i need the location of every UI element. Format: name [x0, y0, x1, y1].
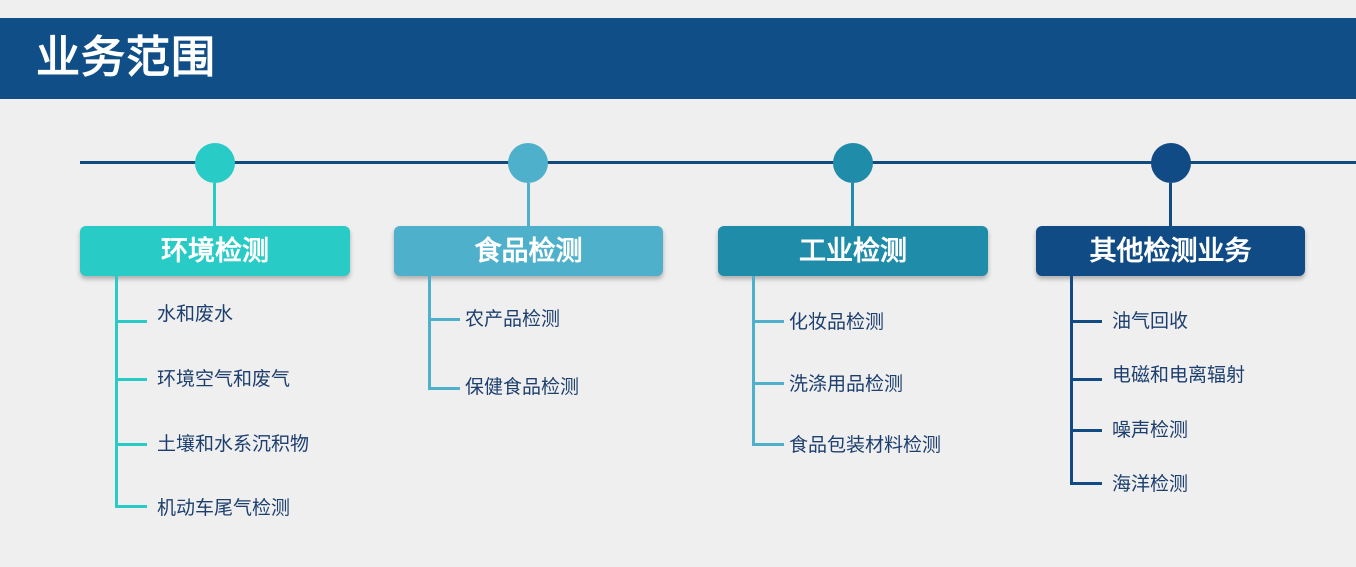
branch-tick [115, 378, 147, 381]
list-item: 噪声检测 [1112, 419, 1189, 441]
list-item: 水和废水 [157, 303, 234, 325]
page-title: 业务范围 [36, 32, 216, 83]
branch-tick [428, 318, 460, 321]
branch-tick [115, 505, 147, 508]
list-item: 食品包装材料检测 [789, 434, 942, 456]
connector-stem [213, 183, 216, 227]
list-item: 洗涤用品检测 [789, 373, 904, 395]
connector-stem [527, 183, 530, 227]
category-box[interactable]: 环境检测 [80, 226, 350, 276]
list-item: 海洋检测 [1112, 473, 1189, 495]
branch-tick [115, 320, 147, 323]
branch-tick [428, 387, 460, 390]
list-item: 机动车尾气检测 [157, 497, 291, 519]
branch-tick [752, 382, 784, 385]
branch-line [1070, 276, 1073, 485]
branch-tick [752, 320, 784, 323]
branch-tick [1070, 378, 1102, 381]
list-item: 化妆品检测 [789, 311, 885, 333]
category-box[interactable]: 工业检测 [718, 226, 988, 276]
category-box[interactable]: 食品检测 [394, 226, 663, 276]
branch-tick [1070, 482, 1102, 485]
branch-tick [115, 443, 147, 446]
branch-line [115, 276, 118, 508]
list-item: 油气回收 [1112, 310, 1189, 332]
list-item: 环境空气和废气 [157, 368, 291, 390]
branch-line [428, 276, 431, 390]
connector-stem [851, 183, 854, 227]
list-item: 农产品检测 [465, 308, 561, 330]
branch-line [752, 276, 755, 446]
branch-tick [1070, 429, 1102, 432]
list-item: 保健食品检测 [465, 376, 580, 398]
list-item: 土壤和水系沉积物 [157, 433, 310, 455]
connector-stem [1169, 183, 1172, 227]
timeline-line [80, 161, 1356, 164]
header-bar: 业务范围 [0, 18, 1356, 99]
list-item: 电磁和电离辐射 [1112, 364, 1246, 386]
category-box[interactable]: 其他检测业务 [1036, 226, 1305, 276]
branch-tick [752, 443, 784, 446]
branch-tick [1070, 320, 1102, 323]
